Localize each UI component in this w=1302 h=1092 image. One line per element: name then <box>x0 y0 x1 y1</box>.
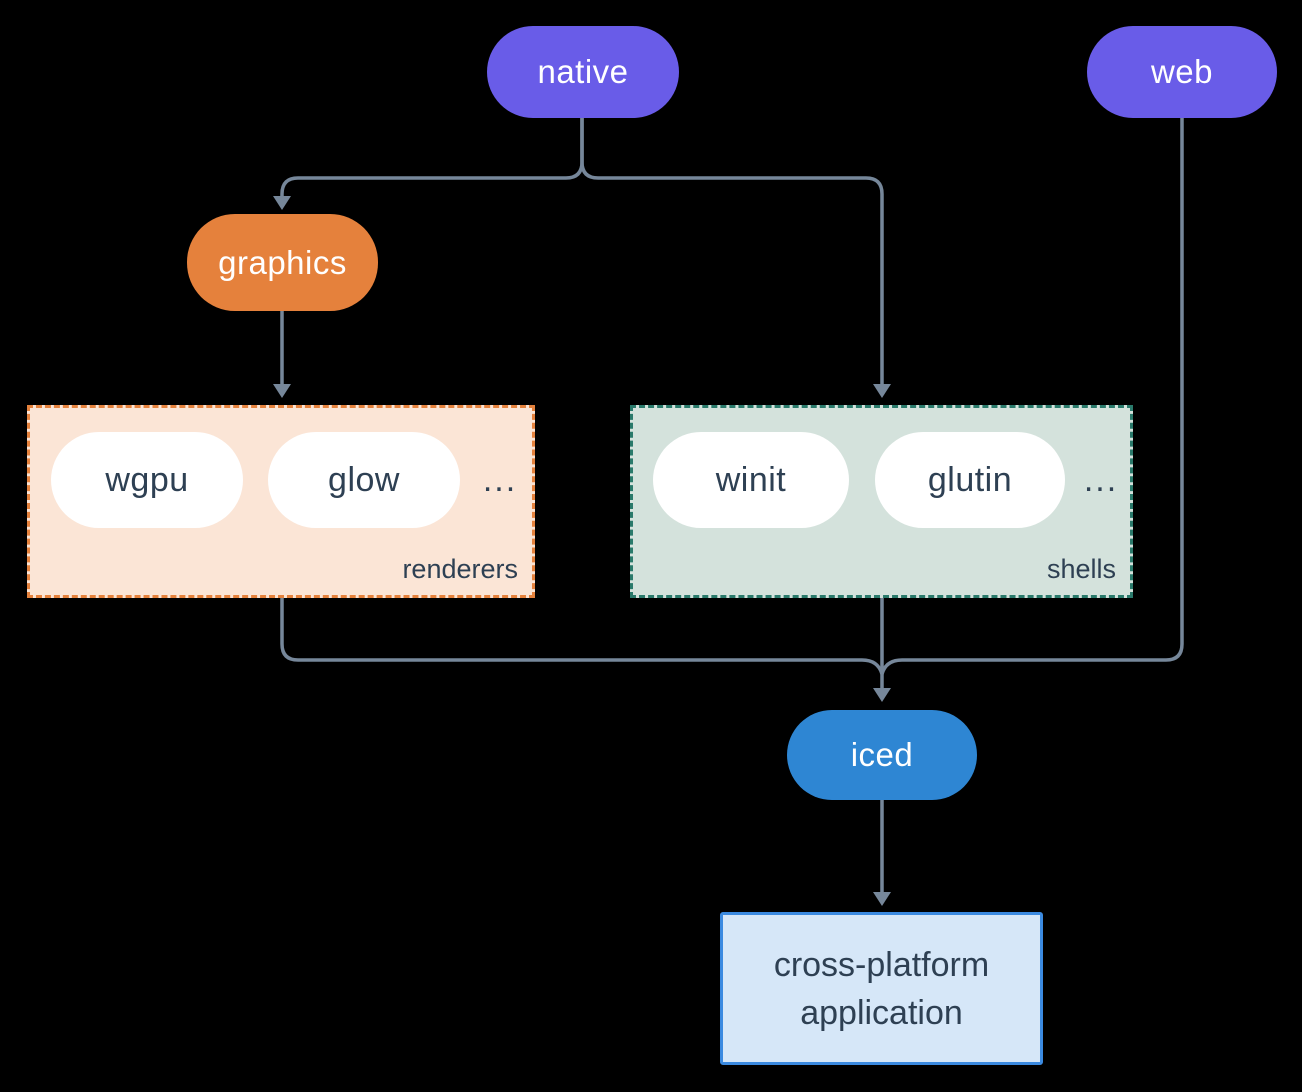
group-renderers: wgpu glow ... renderers <box>27 405 535 598</box>
node-glutin-label: glutin <box>927 460 1013 499</box>
node-iced: iced <box>787 710 977 800</box>
node-wgpu-label: wgpu <box>105 460 189 499</box>
node-iced-label: iced <box>850 736 914 773</box>
node-glow-label: glow <box>328 460 400 499</box>
node-web-label: web <box>1150 53 1214 90</box>
shells-group-label: shells <box>1046 554 1116 584</box>
node-native-label: native <box>537 53 629 90</box>
arrowhead-renderers <box>273 384 291 398</box>
arrowhead-graphics <box>273 196 291 210</box>
node-web: web <box>1087 26 1277 118</box>
arrowhead-shells <box>873 384 891 398</box>
edge-web-iced <box>880 118 1184 675</box>
renderers-group-label: renderers <box>402 554 518 584</box>
edge-renderers-iced <box>280 598 884 675</box>
arrowhead-iced <box>873 688 891 702</box>
node-wgpu: wgpu <box>51 432 243 528</box>
arrowhead-application <box>873 892 891 906</box>
node-graphics-label: graphics <box>218 243 347 281</box>
node-glutin: glutin <box>875 432 1065 528</box>
node-application: cross-platform application <box>720 912 1043 1065</box>
node-native: native <box>487 26 679 118</box>
node-glow: glow <box>268 432 460 528</box>
edge-native-shells <box>580 118 884 384</box>
node-graphics: graphics <box>187 214 378 311</box>
node-winit: winit <box>653 432 849 528</box>
node-winit-label: winit <box>715 460 787 499</box>
renderers-ellipsis: ... <box>482 460 518 499</box>
node-application-label: cross-platform application <box>773 945 990 1032</box>
edge-native-graphics <box>280 118 584 196</box>
shells-ellipsis: ... <box>1083 460 1119 499</box>
group-shells: winit glutin ... shells <box>630 405 1133 598</box>
